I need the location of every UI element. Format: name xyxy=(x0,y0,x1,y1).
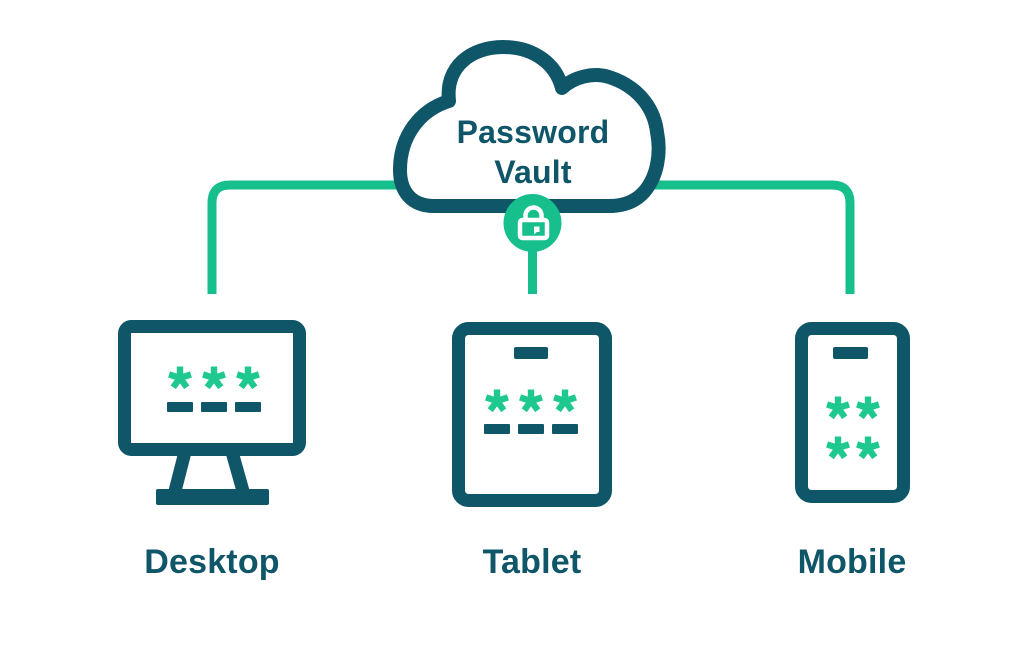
mobile-label: Mobile xyxy=(797,543,907,581)
tablet-label: Tablet xyxy=(482,543,582,581)
cloud-title-line1: Password xyxy=(456,114,610,150)
mobile-body xyxy=(795,322,910,503)
mobile-camera-bar xyxy=(833,347,868,359)
lock-badge-circle xyxy=(503,194,562,252)
connector-cloud-to-desktop xyxy=(207,180,420,294)
desktop-icon xyxy=(118,320,306,505)
connector-cloud-to-mobile xyxy=(640,180,855,294)
monitor-screen xyxy=(118,320,306,456)
monitor-stand-base xyxy=(156,489,269,505)
tablet-icon xyxy=(452,322,612,507)
monitor-stand xyxy=(156,450,269,505)
desktop-password-dashes xyxy=(167,402,261,412)
tablet-password-dashes xyxy=(484,424,578,434)
desktop-label: Desktop xyxy=(144,543,280,581)
tablet-body xyxy=(452,322,612,507)
tablet-camera-bar xyxy=(514,347,548,359)
lock-icon xyxy=(517,205,550,241)
mobile-icon xyxy=(795,322,910,503)
keyhole xyxy=(534,226,540,235)
lock-badge xyxy=(503,194,562,252)
cloud-title: Password Vault xyxy=(433,112,633,192)
cloud-title-line2: Vault xyxy=(494,154,572,190)
cloud-icon xyxy=(393,40,666,213)
